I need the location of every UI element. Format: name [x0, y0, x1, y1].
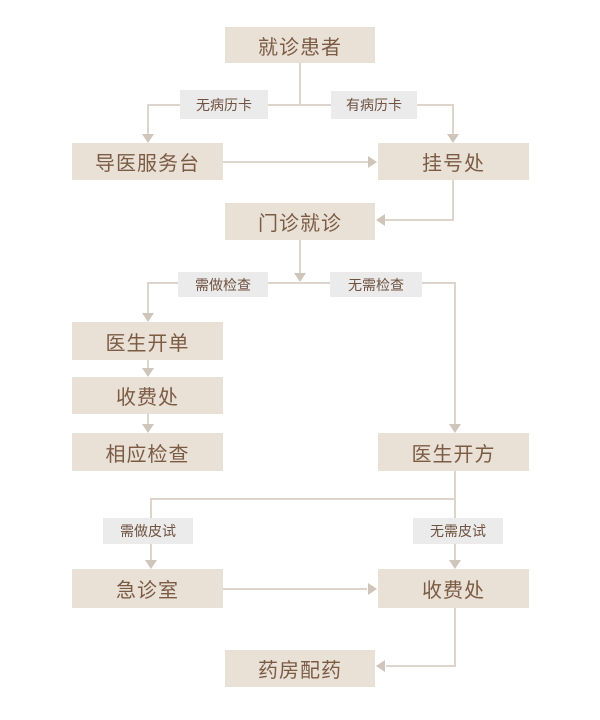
connector-line	[452, 180, 454, 221]
edge-label-no-medical-card: 无病历卡	[180, 90, 268, 119]
node-registration: 挂号处	[378, 143, 529, 180]
connector-line	[454, 282, 456, 425]
connector-line	[147, 360, 149, 369]
connector-line	[150, 498, 456, 500]
node-pharmacy-dispense: 药房配药	[225, 650, 375, 687]
connector-line	[454, 471, 456, 499]
connector-line	[147, 282, 149, 314]
arrow-down-icon	[447, 134, 459, 143]
connector-line	[299, 63, 301, 105]
arrow-down-icon	[449, 424, 461, 433]
arrow-left-icon	[376, 214, 385, 226]
node-guide-desk: 导医服务台	[72, 143, 223, 180]
connector-line	[148, 282, 456, 284]
node-related-exam: 相应检查	[72, 433, 223, 471]
arrow-left-icon	[376, 660, 385, 672]
connector-line	[452, 104, 454, 136]
node-doctor-prescription: 医生开方	[378, 433, 529, 471]
arrow-down-icon	[142, 313, 154, 322]
connector-line	[147, 414, 149, 425]
arrow-right-icon	[368, 156, 377, 168]
node-doctor-order: 医生开单	[72, 322, 223, 360]
arrow-down-icon	[142, 424, 154, 433]
connector-line	[223, 161, 369, 163]
node-outpatient-visit: 门诊就诊	[225, 203, 375, 240]
connector-line	[454, 608, 456, 667]
arrow-right-icon	[368, 583, 377, 595]
arrow-down-icon	[142, 368, 154, 377]
edge-label-need-skin-test: 需做皮试	[103, 518, 193, 544]
node-fee-office-exam: 收费处	[72, 377, 223, 414]
edge-label-no-exam-needed: 无需检查	[330, 272, 422, 297]
connector-line	[147, 104, 149, 136]
node-patient: 就诊患者	[225, 27, 375, 63]
connector-line	[386, 665, 456, 667]
connector-line	[223, 588, 367, 590]
node-fee-office-pharmacy: 收费处	[378, 569, 529, 608]
connector-line	[385, 219, 454, 221]
edge-label-need-exam: 需做检查	[178, 272, 268, 297]
connector-line	[148, 104, 454, 106]
arrow-down-icon	[142, 134, 154, 143]
arrow-down-icon	[145, 560, 157, 569]
node-emergency-room: 急诊室	[72, 569, 223, 608]
edge-label-no-skin-test-needed: 无需皮试	[413, 518, 503, 544]
connector-line	[299, 240, 301, 274]
arrow-down-icon	[449, 560, 461, 569]
edge-label-has-medical-card: 有病历卡	[331, 91, 417, 119]
arrow-down-icon	[294, 273, 306, 282]
